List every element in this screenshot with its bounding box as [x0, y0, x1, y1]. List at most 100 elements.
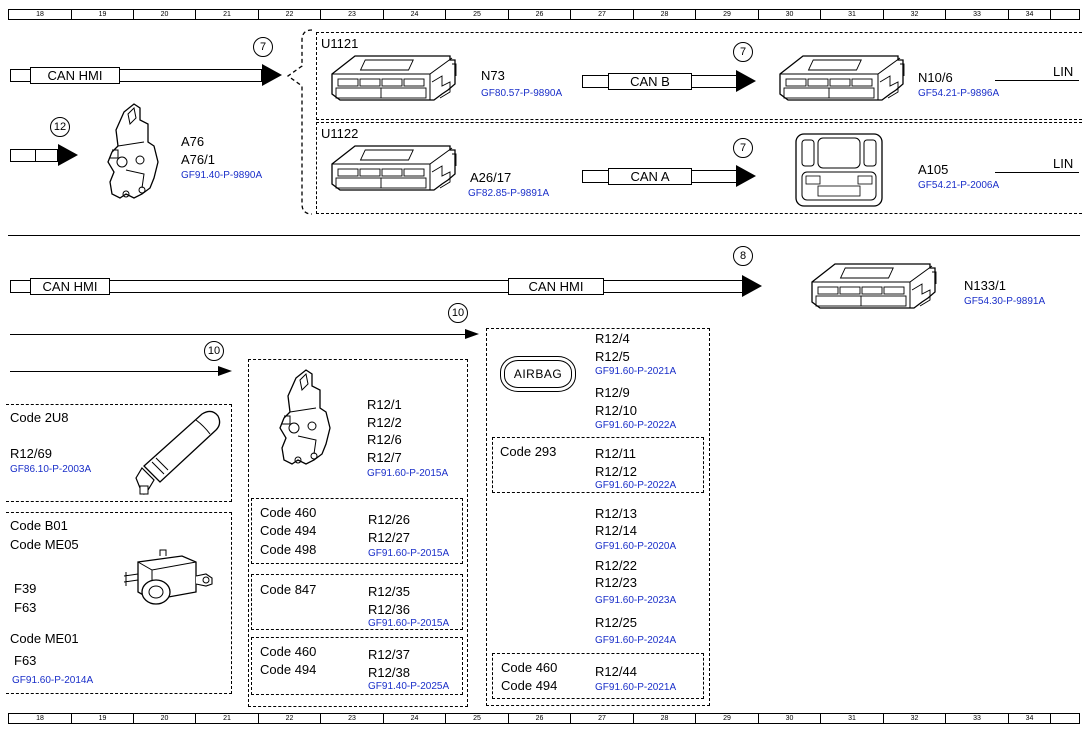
ruler-cell: 30 [758, 10, 820, 19]
ruler-cell: 18 [36, 715, 44, 722]
ruler-cell: 22 [258, 714, 320, 723]
pyrotechnic-igniter-icon [135, 410, 221, 495]
component-r12-5-label: R12/5 [595, 349, 630, 364]
marker-circle: 10 [204, 341, 224, 361]
ruler-cell: 25 [445, 10, 508, 19]
component-r12-7-label: R12/7 [367, 450, 402, 465]
marker-circle: 7 [733, 138, 753, 158]
group-code-b01 [6, 512, 232, 694]
component-r12-44-label: R12/44 [595, 664, 637, 679]
code-460-label: Code 460 [260, 644, 317, 659]
group-u1121 [316, 32, 1082, 120]
ruler-cell: 26 [508, 714, 570, 723]
ruler-cell: 27 [570, 714, 633, 723]
marker-circle: 12 [50, 117, 70, 137]
component-r12-36-label: R12/36 [368, 602, 410, 617]
ref-a105-link[interactable]: GF54.21-P-2006A [918, 180, 1000, 191]
ruler-cell: 19 [71, 714, 133, 723]
ruler-cell: 21 [195, 10, 258, 19]
arrow-right-icon [58, 144, 78, 166]
ruler-cell: 34 [1008, 10, 1050, 19]
ruler-cell: 28 [633, 10, 695, 19]
component-a76-1-label: A76/1 [181, 152, 215, 167]
ruler-cell: 33 [945, 10, 1008, 19]
ruler-cell: 22 [258, 10, 320, 19]
group-u1122-label: U1122 [321, 126, 359, 141]
can-b-bus-label: CAN B [608, 73, 692, 90]
ref-n73-link[interactable]: GF80.57-P-9890A [481, 88, 563, 99]
component-r12-14-label: R12/14 [595, 523, 637, 538]
bus-label-stub [10, 149, 36, 162]
code-me05-label: Code ME05 [10, 537, 79, 552]
arrow-right-icon [736, 165, 756, 187]
ref-f63-link[interactable]: GF91.60-P-2014A [12, 675, 94, 686]
ref-a76-link[interactable]: GF91.40-P-9890A [181, 170, 263, 181]
component-r12-37-label: R12/37 [368, 647, 410, 662]
signal-line [10, 371, 218, 372]
lin-bus-label: LIN [1053, 64, 1074, 79]
control-unit-icon [331, 145, 457, 191]
code-494-label: Code 494 [501, 678, 558, 693]
code-me01-label: Code ME01 [10, 631, 79, 646]
ref-r12-44-link[interactable]: GF91.60-P-2021A [595, 682, 677, 693]
ref-r12-13-link[interactable]: GF91.60-P-2020A [595, 541, 677, 552]
can-hmi-bus-label: CAN HMI [508, 278, 604, 295]
ruler-cell: 20 [133, 714, 195, 723]
component-r12-6-label: R12/6 [367, 432, 402, 447]
component-r12-26-label: R12/26 [368, 512, 410, 527]
code-494-label: Code 494 [260, 662, 317, 677]
ref-r12-25-link[interactable]: GF91.60-P-2024A [595, 635, 677, 646]
group-code-293 [492, 437, 704, 493]
ruler-cell: 23 [320, 714, 383, 723]
ref-r12-9-link[interactable]: GF91.60-P-2022A [595, 420, 677, 431]
component-a105-label: A105 [918, 162, 949, 177]
grid-ruler-top: 18 19 20 21 22 23 24 25 26 27 28 29 30 3… [8, 9, 1080, 20]
ref-r12-4-link[interactable]: GF91.60-P-2021A [595, 366, 677, 377]
section-divider [8, 235, 1080, 236]
ref-r12-35-link[interactable]: GF91.60-P-2015A [368, 618, 450, 629]
ref-a26-17-link[interactable]: GF82.85-P-9891A [468, 188, 550, 199]
component-n73-label: N73 [481, 68, 505, 83]
control-unit-icon [331, 55, 457, 101]
component-f63-label: F63 [14, 600, 37, 615]
ruler-cell-empty [1050, 10, 1081, 19]
ruler-cell: 34 [1008, 714, 1050, 723]
arrow-right-icon [465, 329, 479, 339]
ruler-cell: 32 [883, 714, 945, 723]
brace-bracket [286, 29, 313, 215]
ref-r12-22-link[interactable]: GF91.60-P-2023A [595, 595, 677, 606]
ruler-cell: 33 [945, 714, 1008, 723]
marker-circle: 7 [253, 37, 273, 57]
ref-r12-26-link[interactable]: GF91.60-P-2015A [368, 548, 450, 559]
group-airbag [486, 328, 710, 706]
ref-r12-1-link[interactable]: GF91.60-P-2015A [367, 468, 449, 479]
component-r12-10-label: R12/10 [595, 403, 637, 418]
battery-terminal-fuse-icon [123, 549, 213, 605]
code-b01-label: Code B01 [10, 518, 68, 533]
ref-r12-69-link[interactable]: GF86.10-P-2003A [10, 464, 92, 475]
component-r12-12-label: R12/12 [595, 464, 637, 479]
code-2u8-label: Code 2U8 [10, 410, 69, 425]
ref-r12-37-link[interactable]: GF91.40-P-2025A [368, 681, 450, 692]
code-460-label: Code 460 [260, 505, 317, 520]
ref-n133-1-link[interactable]: GF54.30-P-9891A [964, 296, 1046, 307]
ruler-cell: 20 [133, 10, 195, 19]
group-code-460-494-498 [251, 498, 463, 564]
ruler-cell: 24 [383, 714, 445, 723]
lin-bus-line [995, 172, 1079, 173]
can-hmi-bus-label: CAN HMI [30, 278, 110, 295]
component-r12-35-label: R12/35 [368, 584, 410, 599]
airbag-label: AIRBAG [504, 360, 572, 388]
ruler-cell: 24 [383, 10, 445, 19]
component-r12-13-label: R12/13 [595, 506, 637, 521]
component-r12-2-label: R12/2 [367, 415, 402, 430]
ref-r12-11-link[interactable]: GF91.60-P-2022A [595, 480, 677, 491]
group-code-460-494 [251, 637, 463, 695]
ref-n10-6-link[interactable]: GF54.21-P-9896A [918, 88, 1000, 99]
component-f63-label: F63 [14, 653, 37, 668]
arrow-right-icon [736, 70, 756, 92]
marker-circle: 10 [448, 303, 468, 323]
code-494-label: Code 494 [260, 523, 317, 538]
component-r12-22-label: R12/22 [595, 558, 637, 573]
ruler-cell: 31 [820, 10, 883, 19]
